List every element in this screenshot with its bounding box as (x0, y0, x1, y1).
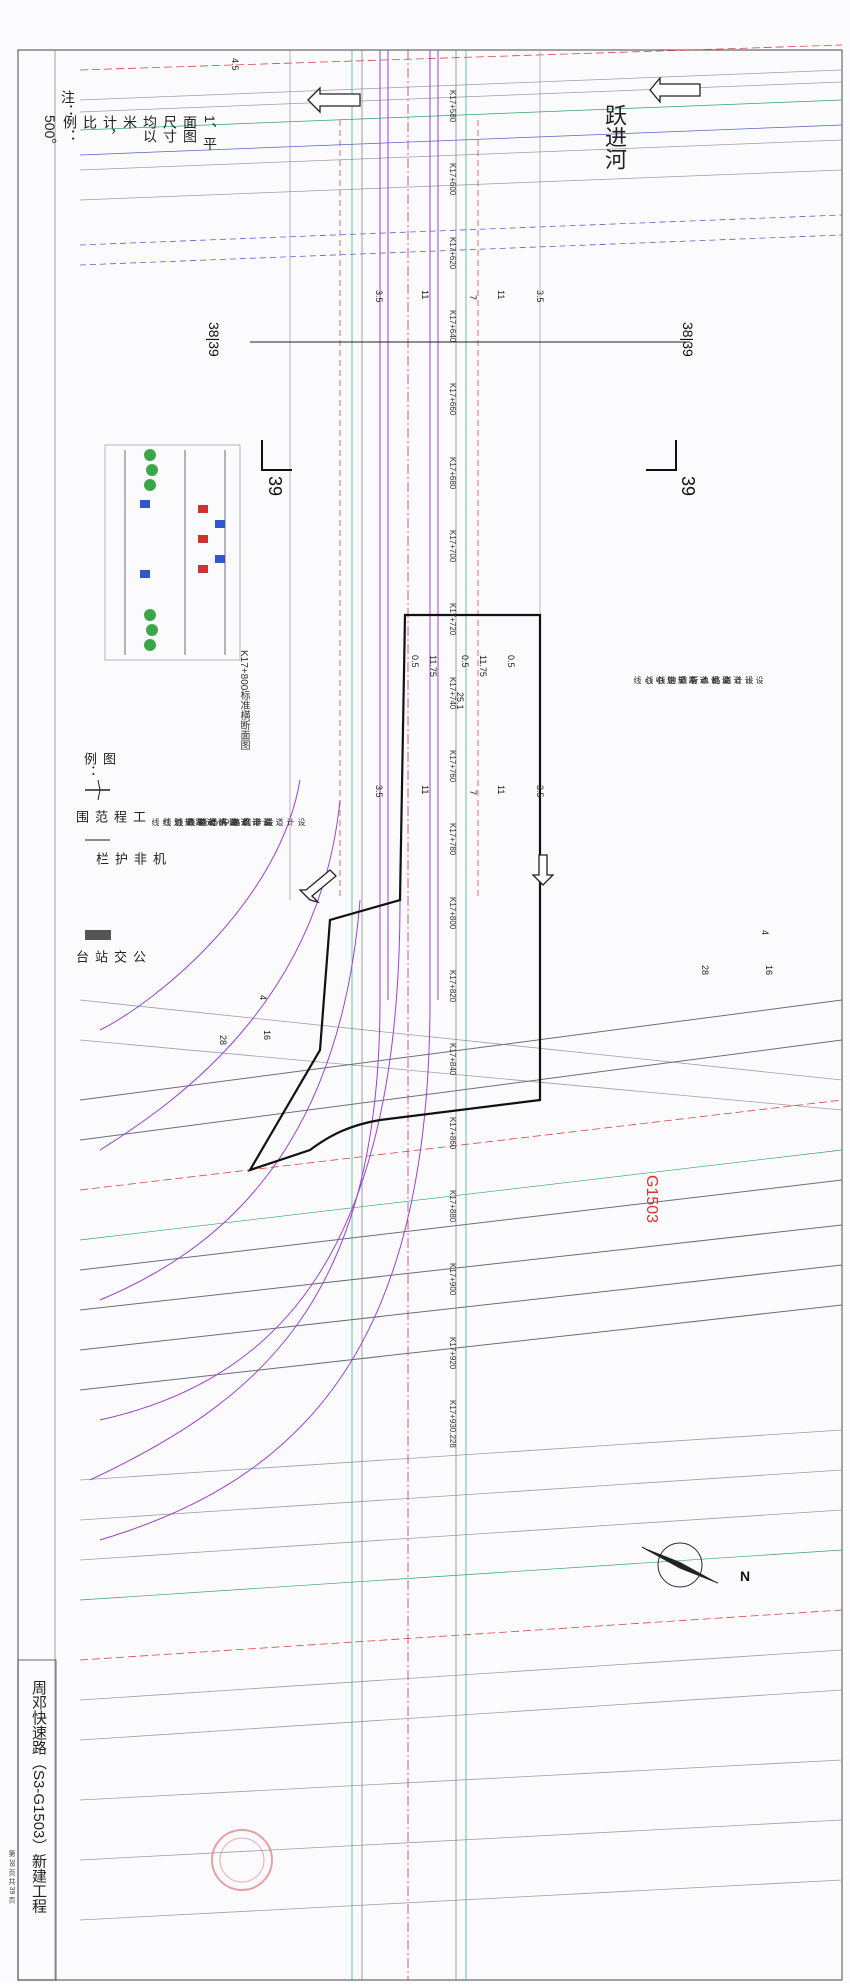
dim-label: 7 (468, 790, 478, 796)
section-mark-left: 38|39 (206, 322, 222, 357)
cross-road-lines (79, 69, 843, 1921)
dim-label: 4 (258, 995, 268, 1001)
notes-line-1: 1、平面图尺寸均以米计，比例：500。 (42, 115, 218, 153)
station-label: K17+700 (448, 530, 457, 563)
station-label: K17+800 (448, 897, 457, 930)
legend-item-boundary: 工程范围 (74, 810, 146, 823)
line-legend-item: 设计道路规划红线 (151, 818, 237, 826)
ramp-curves (89, 779, 431, 1541)
red-boundary-lines (79, 44, 843, 1661)
legend-item-bus-stop: 公交站台 (74, 950, 146, 963)
line-legend-item: 设计道路机动车道中心线 (645, 676, 764, 684)
inset-vehicles (140, 500, 225, 578)
dim-label: 25.1 (455, 692, 465, 710)
dim-label: 11 (420, 290, 430, 300)
line-legend-item: 设计道路人行道边线 (657, 676, 754, 684)
construction-boundary (247, 613, 542, 1172)
station-label: K17+680 (448, 457, 457, 490)
dim-label: 0.5 (460, 655, 470, 668)
station-label: K17+580 (448, 90, 457, 123)
station-label: K17+820 (448, 970, 457, 1003)
station-label: K17+900 (448, 1263, 457, 1296)
section-cut-label-left: 39 (265, 476, 285, 497)
dim-label: 3.5 (374, 290, 384, 303)
flow-arrow-right (531, 854, 555, 886)
station-label: K17+600 (448, 163, 457, 196)
notes-heading: 注： (60, 90, 76, 118)
station-label: K17+620 (448, 237, 457, 270)
dim-label: 3.5 (374, 785, 384, 798)
station-label: K17+720 (448, 603, 457, 636)
cross-section-inset (104, 444, 241, 661)
dim-label: 11.75 (478, 655, 488, 677)
project-title: 周邓快速路（S3-G1503）新建工程 (30, 1680, 47, 1914)
inset-trees (144, 449, 158, 651)
dim-label: 11 (496, 290, 506, 300)
station-label: K17+880 (448, 1190, 457, 1223)
station-label: K17+840 (448, 1043, 457, 1076)
station-label: K17+780 (448, 823, 457, 856)
road-label-g1503: G1503 (643, 1175, 660, 1224)
title-block-frame (17, 1659, 57, 1981)
dim-label: 7 (468, 295, 478, 301)
river-label: 跃进河 (602, 104, 627, 170)
dim-label: 16 (764, 965, 774, 976)
legend-title: 图例： (82, 752, 116, 778)
section-cut-label-right: 39 (678, 476, 698, 497)
dim-label: 0.5 (410, 655, 420, 668)
highway-lines (79, 999, 843, 1391)
dim-label: 3.5 (535, 785, 545, 798)
line-legend-item: 设计道路人行道边线 (175, 818, 272, 826)
station-label: K17+920 (448, 1337, 457, 1370)
dim-label: 16 (262, 1030, 272, 1041)
station-label: K17+660 (448, 383, 457, 416)
legend-symbols (85, 779, 111, 940)
flow-arrow-top (307, 86, 361, 114)
green-lines (79, 99, 843, 1601)
section-cut-right (646, 440, 677, 471)
station-label: K17+930.228 (448, 1400, 457, 1448)
legend-item-guardrail: 机非护栏 (94, 852, 166, 865)
station-label: K17+760 (448, 750, 457, 783)
dim-label: 4 (760, 930, 770, 936)
main-road-lines (289, 50, 541, 1980)
sheet-number: 第 38 页 共 39 页 (8, 1850, 15, 1904)
station-label: K17+860 (448, 1117, 457, 1150)
title-block: 周邓快速路（S3-G1503）新建工程 第 38 页 共 39 页 (8, 1660, 56, 1980)
dim-label: 3.5 (535, 290, 545, 303)
line-legend-item: 设计道路非机动车道边线 (187, 818, 306, 826)
dim-label: 11.75 (428, 655, 438, 677)
dim-label: 28 (700, 965, 710, 976)
line-legend-item: 设计道路机动车道边线 (163, 818, 271, 826)
line-legend-item: 设计道路规划中心线 (633, 676, 730, 684)
river-lines (79, 124, 843, 266)
flow-arrow-top-right (649, 76, 701, 104)
line-legend-item: 设计道路中心线 (199, 818, 274, 826)
dim-label: 0.5 (506, 655, 516, 668)
flow-arrow-left (298, 869, 337, 904)
dim-label: 28 (218, 1035, 228, 1046)
section-mark-right: 38|39 (680, 322, 696, 357)
station-label: K17+740 (448, 677, 457, 710)
section-caption: K17+800标准横断面图 (238, 650, 249, 751)
seal-stamp (211, 1829, 273, 1891)
dim-label: 4.5 (230, 58, 240, 71)
section-cut-left (261, 440, 292, 471)
station-label: K17+640 (448, 310, 457, 343)
north-label: N (740, 1568, 751, 1584)
dim-label: 11 (420, 785, 430, 795)
north-arrow (641, 1542, 719, 1588)
dim-label: 11 (496, 785, 506, 795)
